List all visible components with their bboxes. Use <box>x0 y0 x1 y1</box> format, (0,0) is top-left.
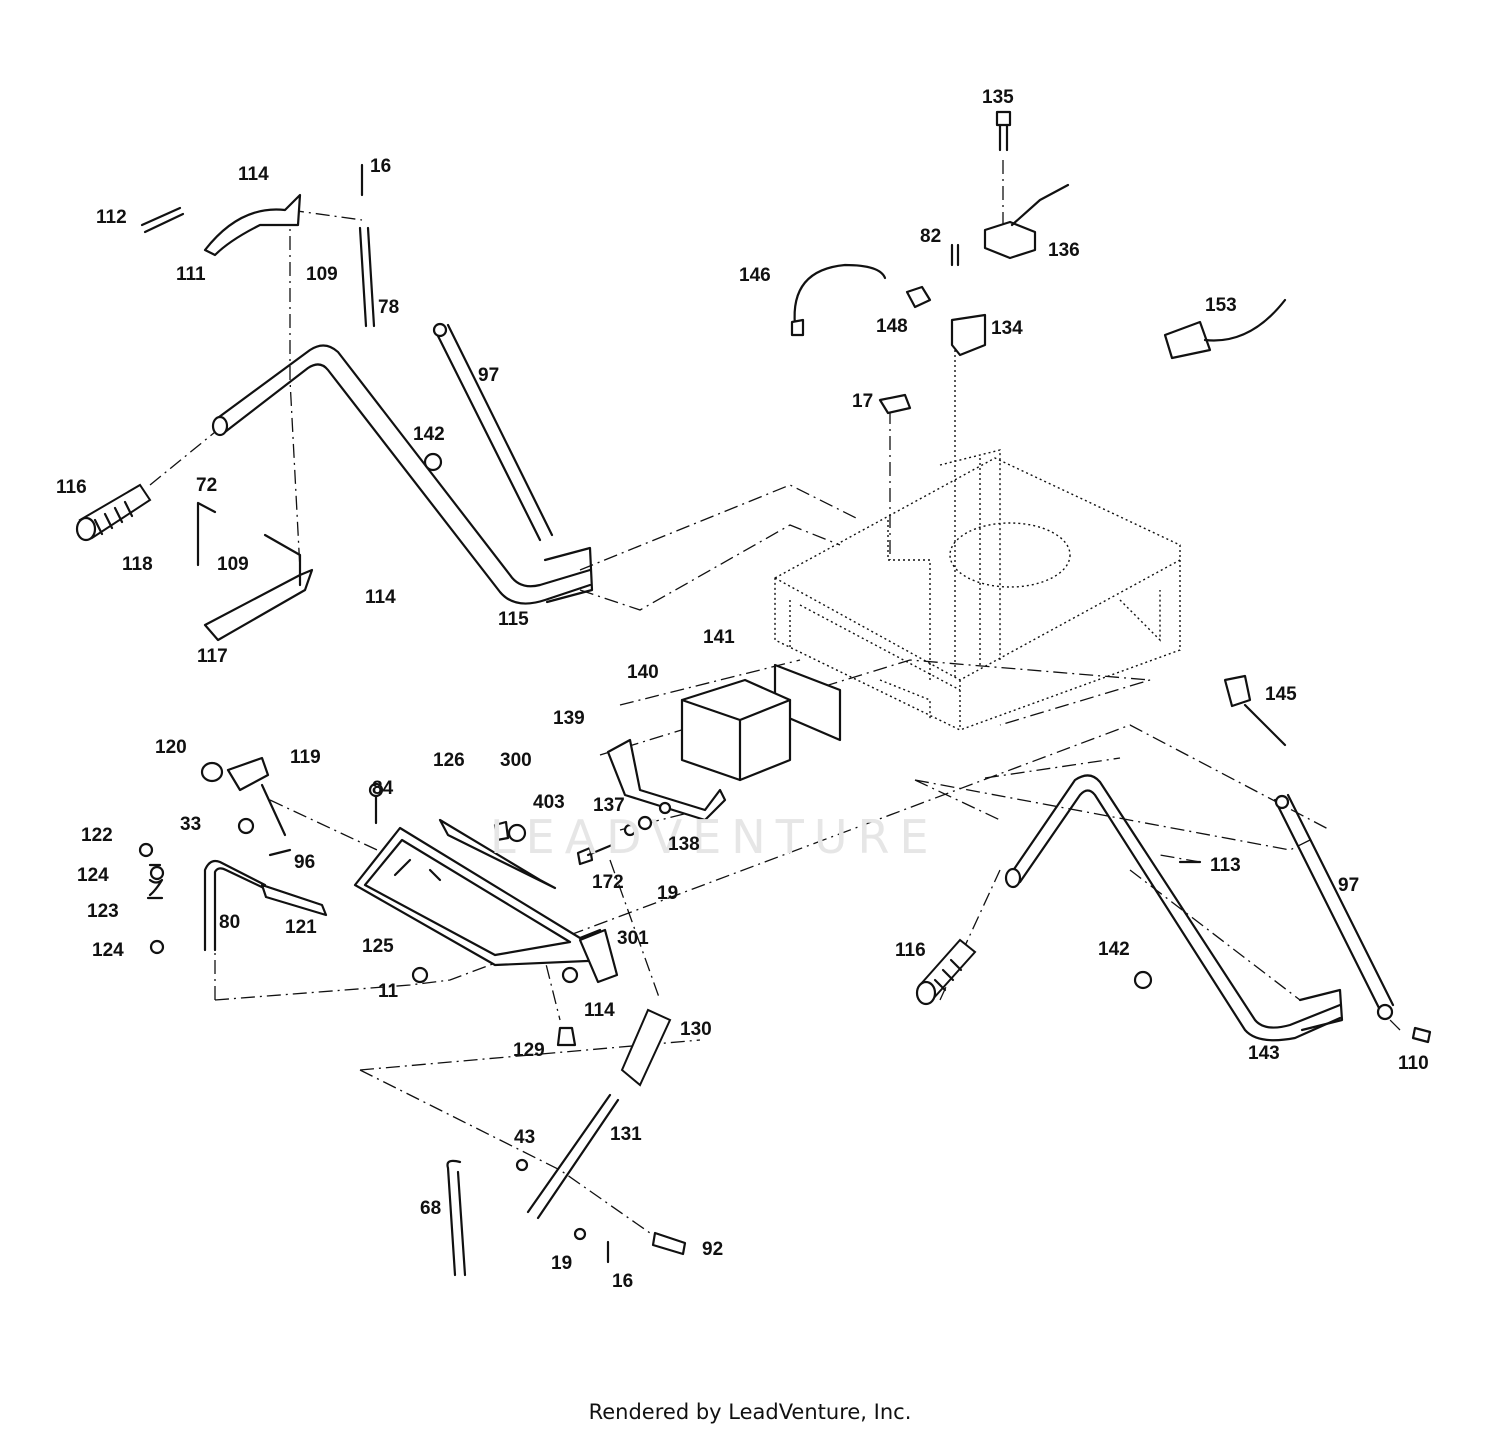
callout-116: 116 <box>895 940 926 961</box>
callout-139: 139 <box>553 708 585 729</box>
callout-111: 111 <box>176 264 206 285</box>
pedal-130-131 <box>446 1008 687 1277</box>
frame-body <box>774 350 1181 731</box>
callout-124: 124 <box>77 865 109 886</box>
callout-126: 126 <box>433 750 465 771</box>
lever-117 <box>203 533 314 642</box>
callout-112: 112 <box>96 207 127 228</box>
callout-97: 97 <box>1338 875 1360 896</box>
callout-140: 140 <box>627 662 659 683</box>
callout-17: 17 <box>852 391 874 412</box>
callout-135: 135 <box>982 87 1014 108</box>
callout-403: 403 <box>533 792 565 813</box>
callout-172: 172 <box>592 872 624 893</box>
callout-19: 19 <box>657 883 679 904</box>
callout-114: 114 <box>584 1000 615 1021</box>
small-hardware <box>237 782 672 1047</box>
callout-119: 119 <box>290 747 321 768</box>
callout-16: 16 <box>370 156 392 177</box>
panel-125 <box>353 818 612 967</box>
callout-113: 113 <box>1210 855 1241 876</box>
callout-300: 300 <box>500 750 532 771</box>
callout-143: 143 <box>1248 1043 1280 1064</box>
callout-115: 115 <box>498 609 529 630</box>
pin-112 <box>140 206 185 234</box>
callout-109: 109 <box>306 264 338 285</box>
callout-145: 145 <box>1265 684 1297 705</box>
callout-33: 33 <box>180 814 202 835</box>
clamps-142 <box>423 452 1153 990</box>
callout-136: 136 <box>1048 240 1080 261</box>
callout-110: 110 <box>1398 1053 1429 1074</box>
callout-124: 124 <box>92 940 124 961</box>
callout-114: 114 <box>238 164 269 185</box>
callout-125: 125 <box>362 936 394 957</box>
battery-box <box>606 663 842 822</box>
callout-301: 301 <box>617 928 649 949</box>
callout-72: 72 <box>196 475 218 496</box>
callout-142: 142 <box>413 424 445 445</box>
callout-122: 122 <box>81 825 113 846</box>
callout-114: 114 <box>365 587 396 608</box>
callout-118: 118 <box>122 554 153 575</box>
leader-lines <box>149 160 1401 1241</box>
callout-134: 134 <box>991 318 1023 339</box>
control-rods <box>138 756 328 955</box>
callout-117: 117 <box>197 646 228 667</box>
callout-84: 84 <box>372 778 394 799</box>
callout-82: 82 <box>920 226 942 247</box>
callout-11: 11 <box>378 981 399 1002</box>
callout-130: 130 <box>680 1019 712 1040</box>
callout-80: 80 <box>219 912 241 933</box>
callout-19: 19 <box>551 1253 573 1274</box>
callout-123: 123 <box>87 901 119 922</box>
callout-137: 137 <box>593 795 625 816</box>
electrical-parts <box>790 110 1287 747</box>
callout-109: 109 <box>217 554 249 575</box>
lever-111 <box>203 193 302 257</box>
callout-141: 141 <box>703 627 735 648</box>
callout-142: 142 <box>1098 939 1130 960</box>
rod-72 <box>196 501 217 567</box>
left-grip-116 <box>75 483 152 542</box>
footer-credit: Rendered by LeadVenture, Inc. <box>588 1400 912 1424</box>
callout-146: 146 <box>739 265 771 286</box>
callout-78: 78 <box>378 297 400 318</box>
callout-121: 121 <box>285 917 317 938</box>
right-handle-143 <box>1004 774 1432 1044</box>
right-grip-116 <box>915 938 977 1006</box>
callout-68: 68 <box>420 1198 442 1219</box>
callout-138: 138 <box>668 834 700 855</box>
link-97-left <box>432 322 554 542</box>
callout-129: 129 <box>513 1040 545 1061</box>
watermark: LEADVENTURE <box>490 810 939 864</box>
callout-120: 120 <box>155 737 187 758</box>
callout-148: 148 <box>876 316 908 337</box>
callout-153: 153 <box>1205 295 1237 316</box>
callout-131: 131 <box>610 1124 642 1145</box>
rod-78 <box>358 163 376 328</box>
upper-handle-115 <box>211 344 594 605</box>
callout-96: 96 <box>294 852 316 873</box>
callout-97: 97 <box>478 365 500 386</box>
callout-116: 116 <box>56 477 87 498</box>
callout-16: 16 <box>612 1271 634 1292</box>
callout-43: 43 <box>514 1127 536 1148</box>
callout-92: 92 <box>702 1239 724 1260</box>
